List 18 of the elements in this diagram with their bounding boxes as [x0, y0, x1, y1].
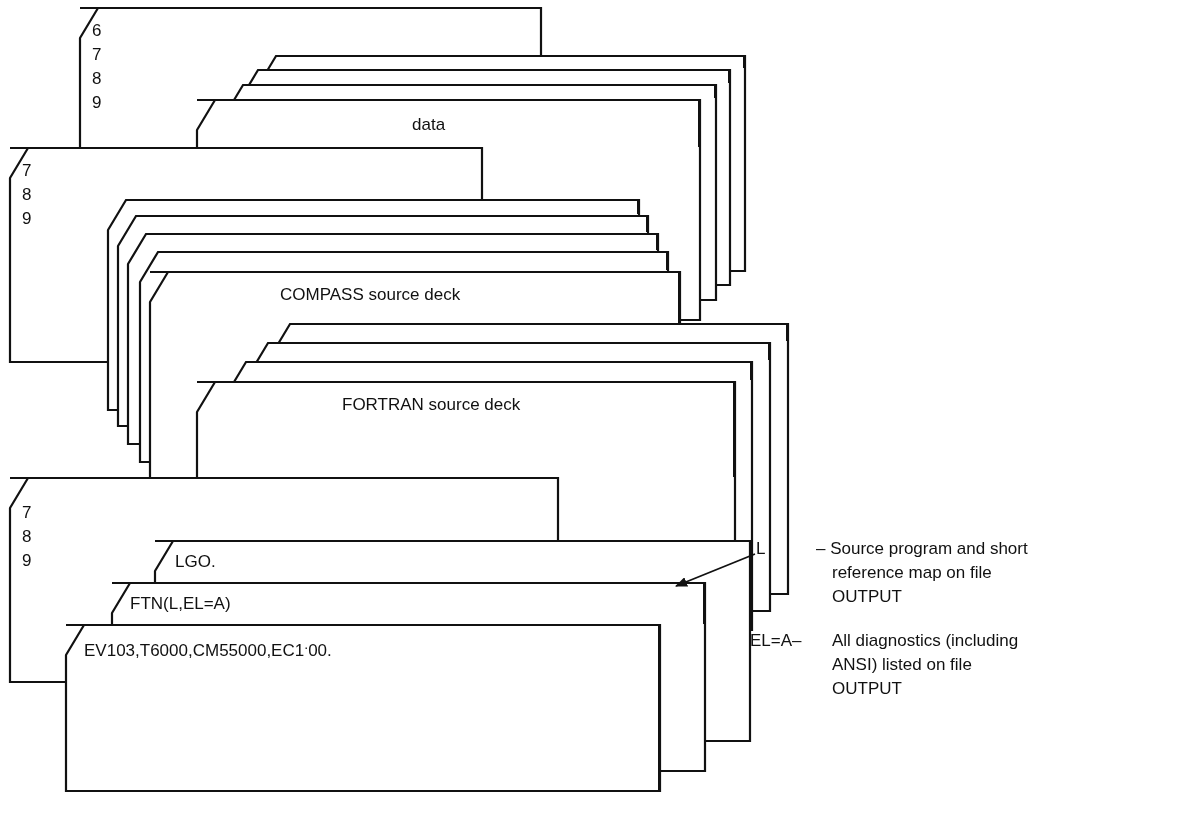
punched-card [112, 582, 705, 624]
letter-text: L [756, 538, 766, 560]
card-text: data [412, 114, 446, 136]
punched-card [197, 99, 700, 147]
punched-card [66, 624, 660, 790]
note-text: All diagnostics (including ANSI) listed on file OUTPUT [832, 630, 1020, 700]
punched-card [150, 271, 680, 323]
punched-card [197, 381, 735, 477]
card-text: FORTRAN source deck [342, 394, 521, 416]
card-text: FTN(L,EL=A) [130, 593, 231, 615]
row-numbers: 6 7 8 9 [92, 20, 103, 114]
row-numbers: 7 8 9 [22, 502, 33, 572]
note-text: – Source program and short reference map on file OUTPUT [816, 538, 1029, 608]
card-text: EV103,T6000,CM55000,EC1$^{.}$00. [84, 635, 332, 662]
card-text: COMPASS source deck [280, 284, 461, 306]
note-text: EL=A– [750, 630, 803, 652]
row-numbers: 7 8 9 [22, 160, 33, 230]
card-text: LGO. [175, 551, 216, 573]
